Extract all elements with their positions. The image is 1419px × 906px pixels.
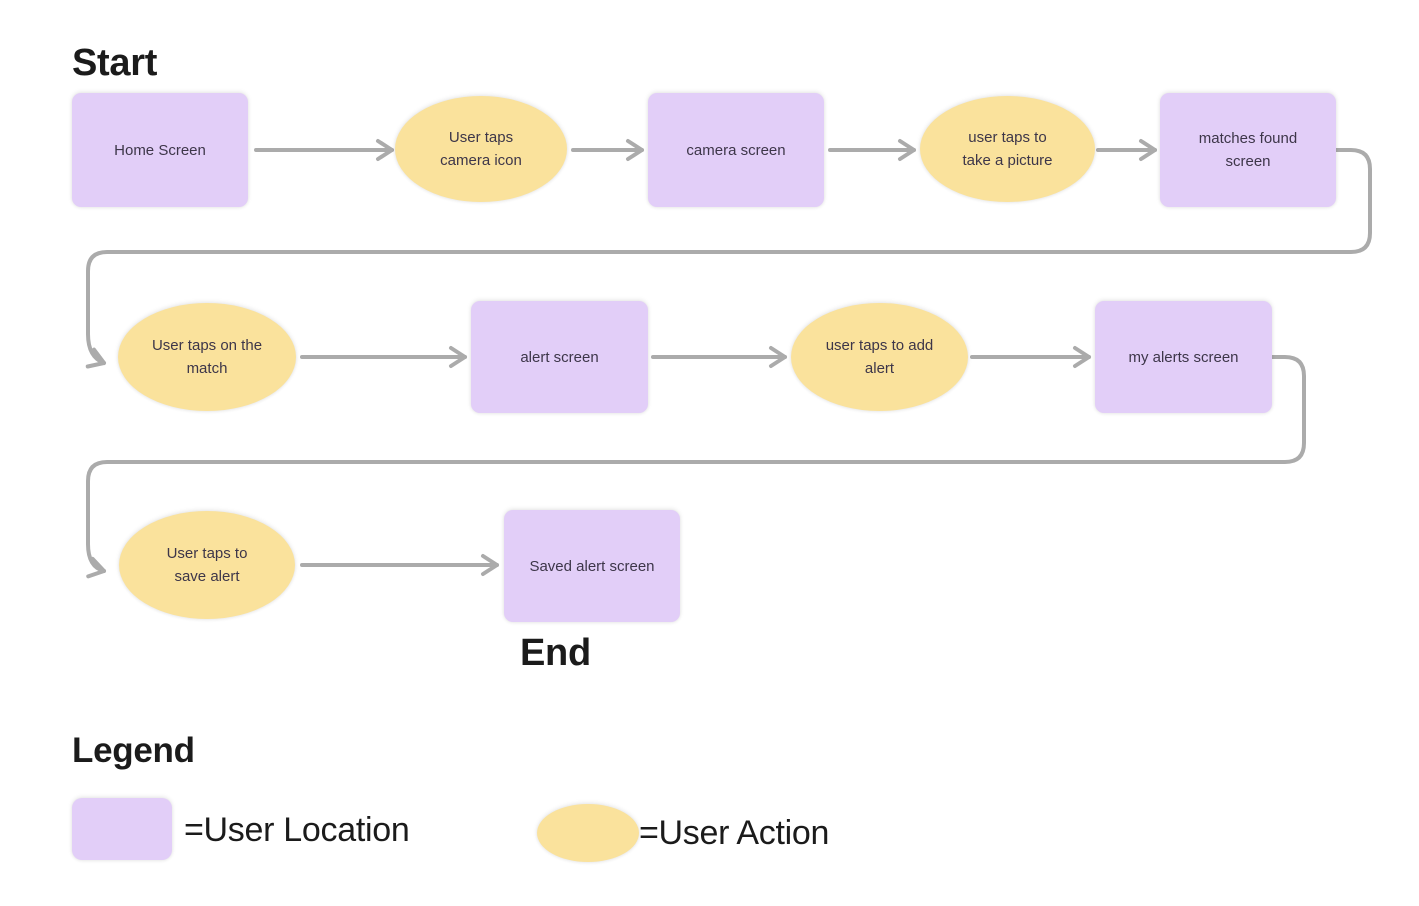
node-tap-save-alert: User taps to save alert bbox=[119, 511, 295, 619]
legend-user-location-label: =User Location bbox=[184, 811, 410, 849]
node-tap-on-match: User taps on the match bbox=[118, 303, 296, 411]
node-tap-camera-icon: User taps camera icon bbox=[395, 96, 567, 202]
legend-user-action-label: =User Action bbox=[639, 814, 830, 852]
node-camera-screen: camera screen bbox=[648, 93, 824, 207]
legend-user-action-swatch bbox=[537, 804, 639, 862]
legend-user-location-swatch bbox=[72, 798, 172, 860]
node-alert-screen: alert screen bbox=[471, 301, 648, 413]
node-saved-alert-screen: Saved alert screen bbox=[504, 510, 680, 622]
connector-matches-to-tapmatch bbox=[85, 148, 1372, 369]
legend-heading: Legend bbox=[72, 731, 195, 770]
start-heading: Start bbox=[72, 42, 158, 84]
node-my-alerts-screen: my alerts screen bbox=[1095, 301, 1272, 413]
connector-myalerts-to-tapsave bbox=[86, 355, 1306, 579]
end-heading: End bbox=[520, 632, 591, 674]
node-tap-take-picture: user taps to take a picture bbox=[920, 96, 1095, 202]
node-matches-found-screen: matches found screen bbox=[1160, 93, 1336, 207]
node-tap-add-alert: user taps to add alert bbox=[791, 303, 968, 411]
node-home-screen: Home Screen bbox=[72, 93, 248, 207]
